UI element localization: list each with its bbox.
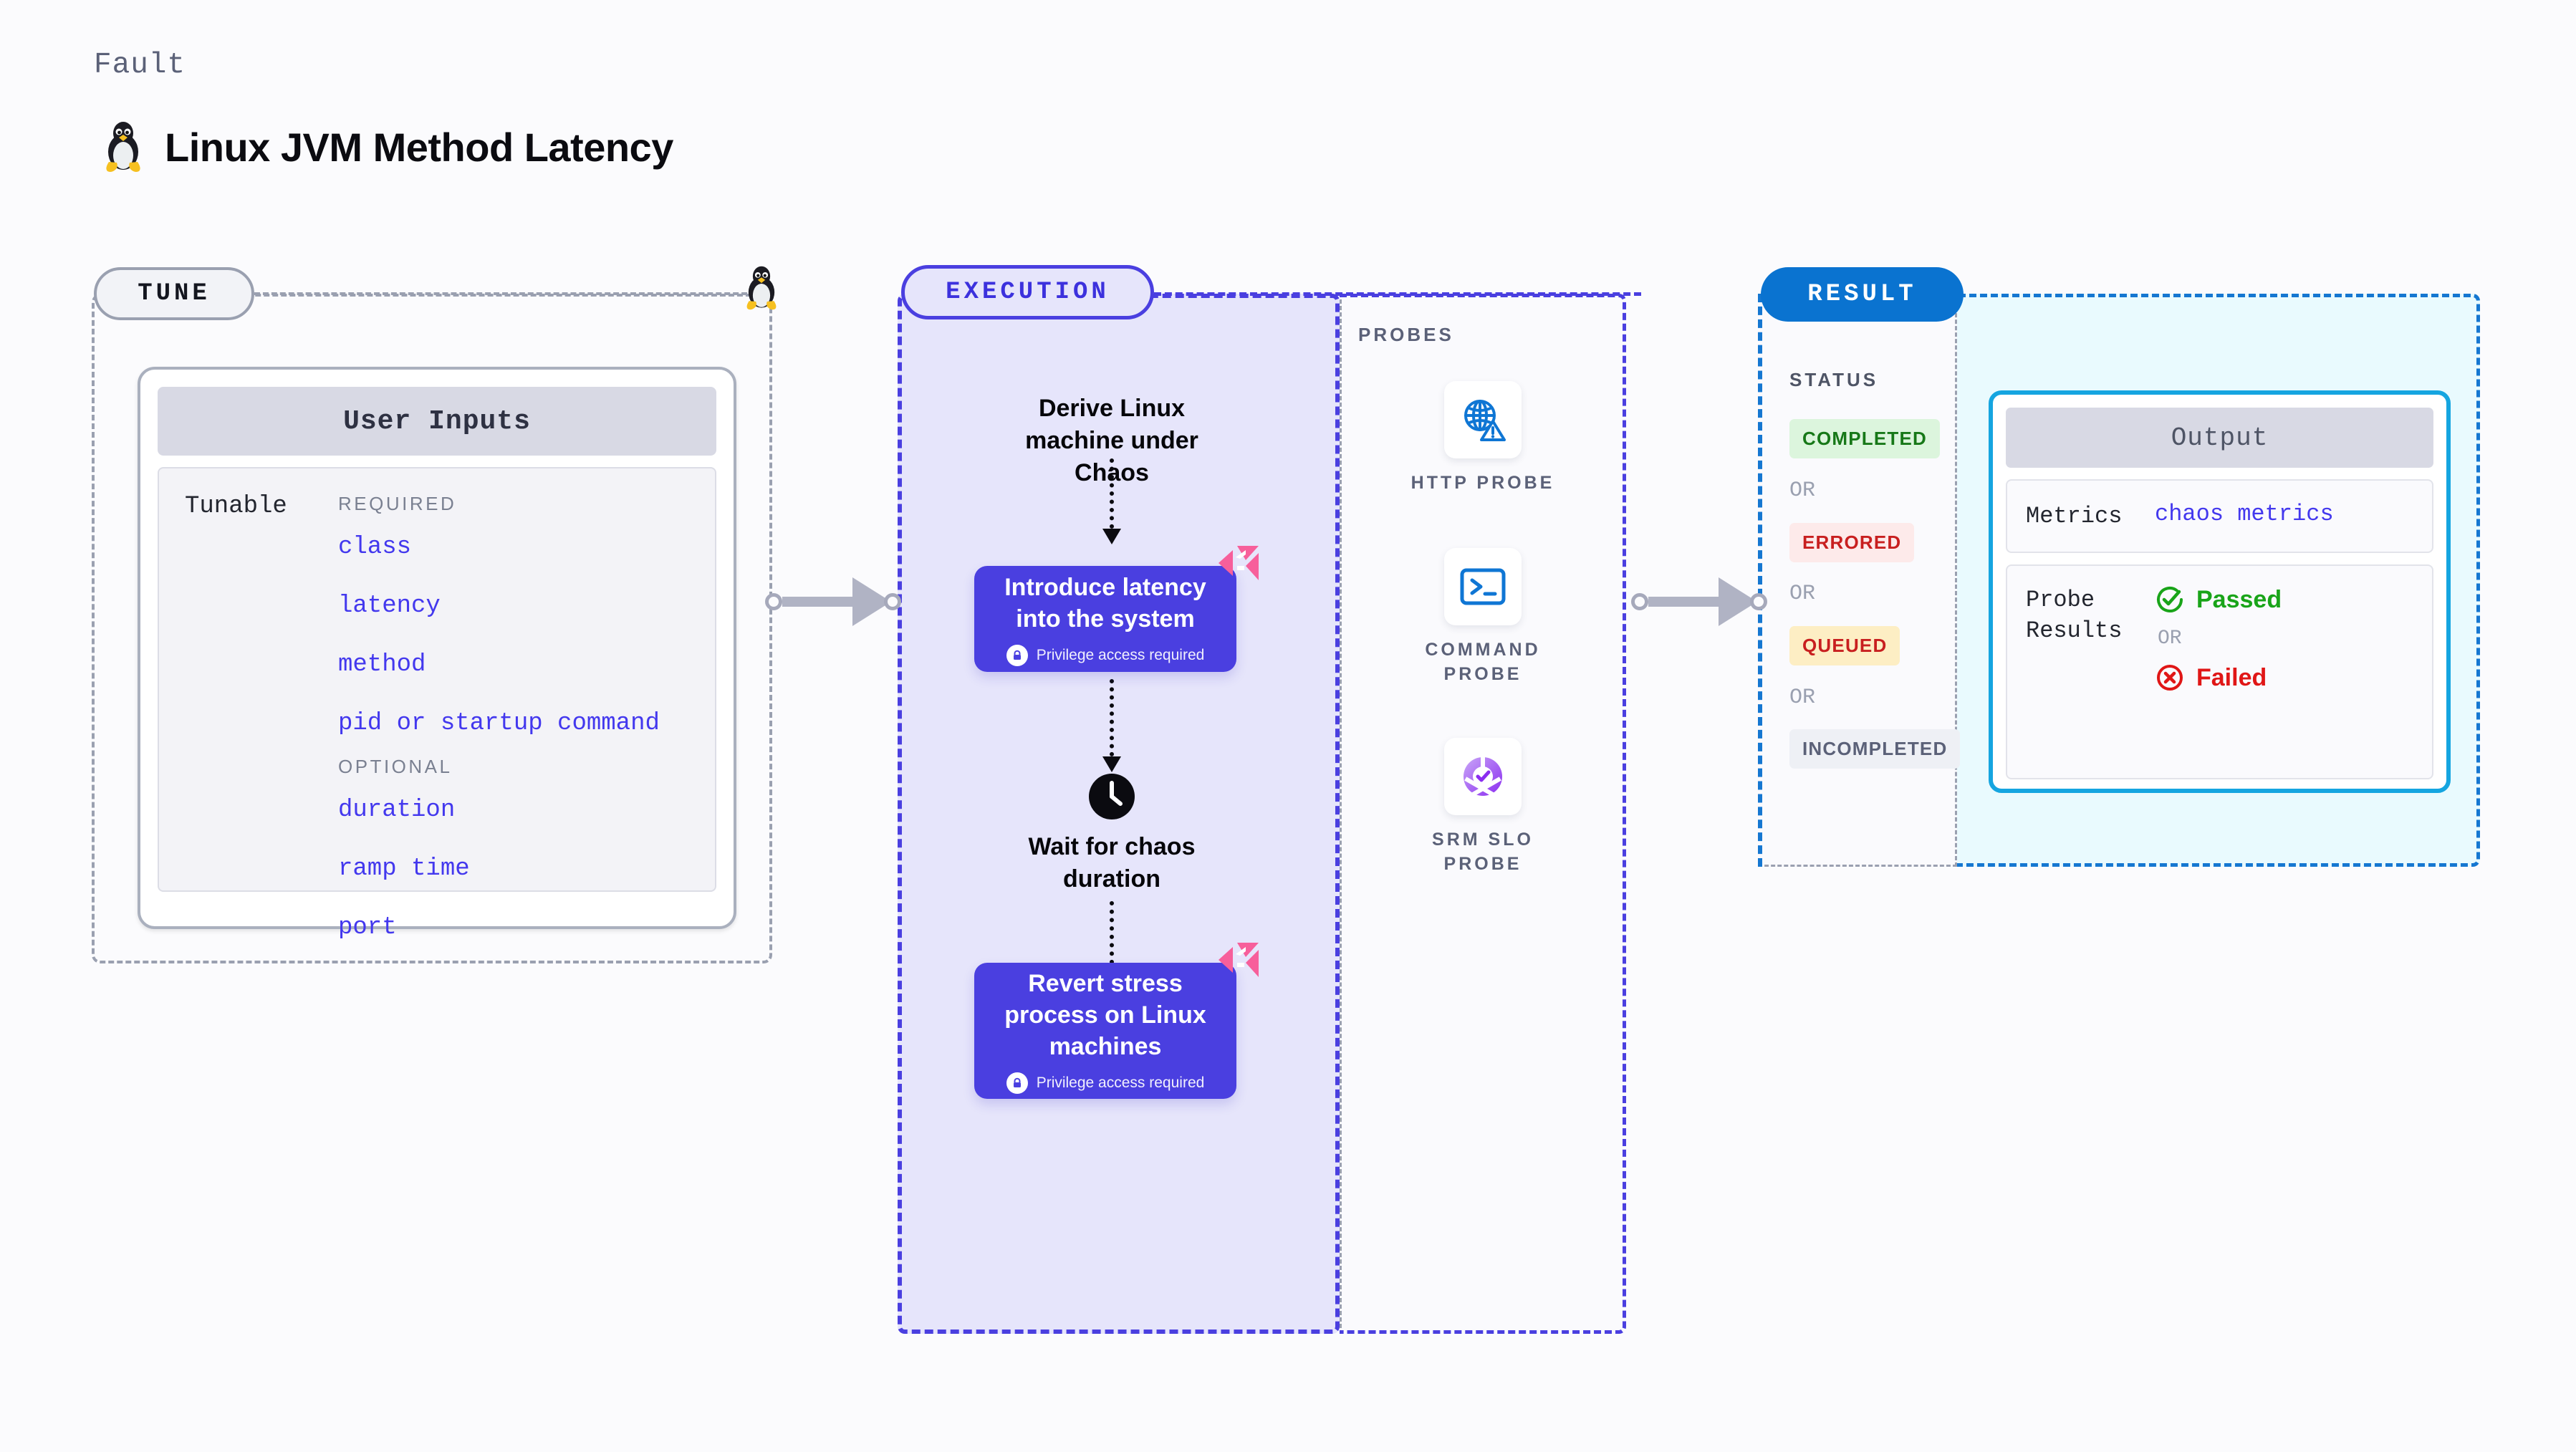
tunable-body: Tunable REQUIRED class latency method pi… [158,467,716,941]
probe-tile [1444,381,1522,458]
or-separator: OR [2158,628,2182,650]
connector-bar [782,597,854,607]
clock-icon [1089,774,1135,819]
execution-step-title: Introduce latency into the system [1004,573,1206,633]
group-heading-required: REQUIRED [338,493,457,514]
output-metrics-value[interactable]: chaos metrics [2155,501,2334,527]
output-metrics-key: Metrics [2026,503,2123,529]
probes-section-label: PROBES [1358,324,1454,345]
privilege-note: Privilege access required [1006,645,1205,667]
execution-dashed-connector [1154,292,1641,296]
probe-caption: COMMAND PROBE [1425,640,1541,684]
or-separator: OR [1789,582,1816,606]
output-title: Output [2006,408,2433,468]
connector-tune-to-execution [765,577,901,626]
tune-dashed-connector [254,292,756,295]
harness-triangle-icon [1219,546,1259,580]
user-inputs-title: User Inputs [158,387,716,456]
group-heading-optional: OPTIONAL [338,756,453,777]
connector-end-dot [1750,593,1767,610]
result-status-column [1758,294,1957,867]
execution-step-introduce-latency[interactable]: Introduce latency into the system Privil… [974,566,1236,672]
tunable-row-label: Tunable [185,493,287,520]
x-circle-icon [2157,665,2183,691]
output-probe-values: Passed OR Failed [2155,585,2432,758]
stage-pill-tune[interactable]: TUNE [94,267,254,320]
flow-arrow [1102,458,1121,544]
output-row-metrics: Metrics chaos metrics [2006,479,2433,554]
user-inputs-card: User Inputs Tunable REQUIRED class laten… [138,367,736,941]
lock-icon [1006,1072,1028,1095]
status-badge-errored: ERRORED [1789,523,1915,562]
result-left-border [1758,294,1762,867]
privilege-label: Privilege access required [1036,647,1205,664]
or-separator: OR [1789,479,1816,503]
connector-probes-to-result [1631,577,1767,626]
output-row-probe-results: Probe Results Passed OR Failed [2006,564,2433,780]
tunable-item[interactable]: port [338,914,397,941]
linux-penguin-icon [746,266,777,310]
probe-result-failed: Failed [2155,663,2432,693]
execution-step-derive-label: Derive Linux machine under Chaos [1025,395,1198,486]
output-card: Output Metrics chaos metrics Probe Resul… [1989,390,2451,793]
connector-start-dot [1631,593,1648,610]
tunable-item[interactable]: pid or startup command [338,710,660,737]
connector-end-dot [884,593,901,610]
connector-start-dot [765,593,782,610]
flow-arrow [1102,679,1121,772]
probe-item-srm-slo[interactable]: SRM SLO PROBE [1397,738,1569,877]
probe-result-passed: Passed [2155,585,2432,615]
stage-pill-execution[interactable]: EXECUTION [901,265,1154,319]
check-circle-icon [2157,587,2183,613]
probe-caption: SRM SLO PROBE [1432,830,1534,874]
probes-divider [1340,299,1342,1328]
tunable-item[interactable]: method [338,651,426,678]
tune-region [92,294,772,963]
status-badge-completed: COMPLETED [1789,419,1941,458]
probe-item-http[interactable]: HTTP PROBE [1397,381,1569,496]
tunable-item[interactable]: latency [338,592,441,620]
status-section-label: STATUS [1789,369,1879,390]
probe-tile [1444,738,1522,815]
stage-pill-result[interactable]: RESULT [1761,267,1964,322]
terminal-prompt-icon [1460,568,1506,605]
srm-slo-donut-icon [1464,755,1502,801]
probe-passed-label: Passed [2196,585,2282,613]
or-separator: OR [1789,686,1816,710]
connector-bar [1648,597,1720,607]
tunable-list: REQUIRED class latency method pid or sta… [338,493,715,941]
probe-item-command[interactable]: COMMAND PROBE [1397,548,1569,687]
execution-step-title: Revert stress process on Linux machines [1004,969,1206,1061]
globe-warning-icon [1464,400,1506,441]
execution-step-wait-label: Wait for chaos duration [1028,833,1196,893]
tunable-item[interactable]: ramp time [338,855,470,883]
probe-tile [1444,548,1522,625]
harness-triangle-icon [1219,943,1259,977]
page-title: Linux JVM Method Latency [165,124,673,170]
lock-icon [1006,645,1028,667]
fault-title-row: Linux JVM Method Latency [100,120,673,173]
privilege-label: Privilege access required [1036,1074,1205,1092]
linux-penguin-icon [106,122,140,172]
execution-step-revert-stress[interactable]: Revert stress process on Linux machines … [974,963,1236,1099]
output-metrics-value-wrap: chaos metrics [2155,501,2432,532]
tunable-item[interactable]: duration [338,797,456,824]
output-probe-key: Probe Results [2026,587,2123,645]
probe-failed-label: Failed [2196,663,2267,691]
privilege-note: Privilege access required [1006,1072,1205,1095]
status-badge-incompleted: INCOMPLETED [1789,729,1961,769]
probe-caption: HTTP PROBE [1410,473,1555,493]
status-badge-queued: QUEUED [1789,626,1900,665]
fault-eyebrow-label: Fault [94,49,186,82]
tunable-item[interactable]: class [338,534,412,561]
